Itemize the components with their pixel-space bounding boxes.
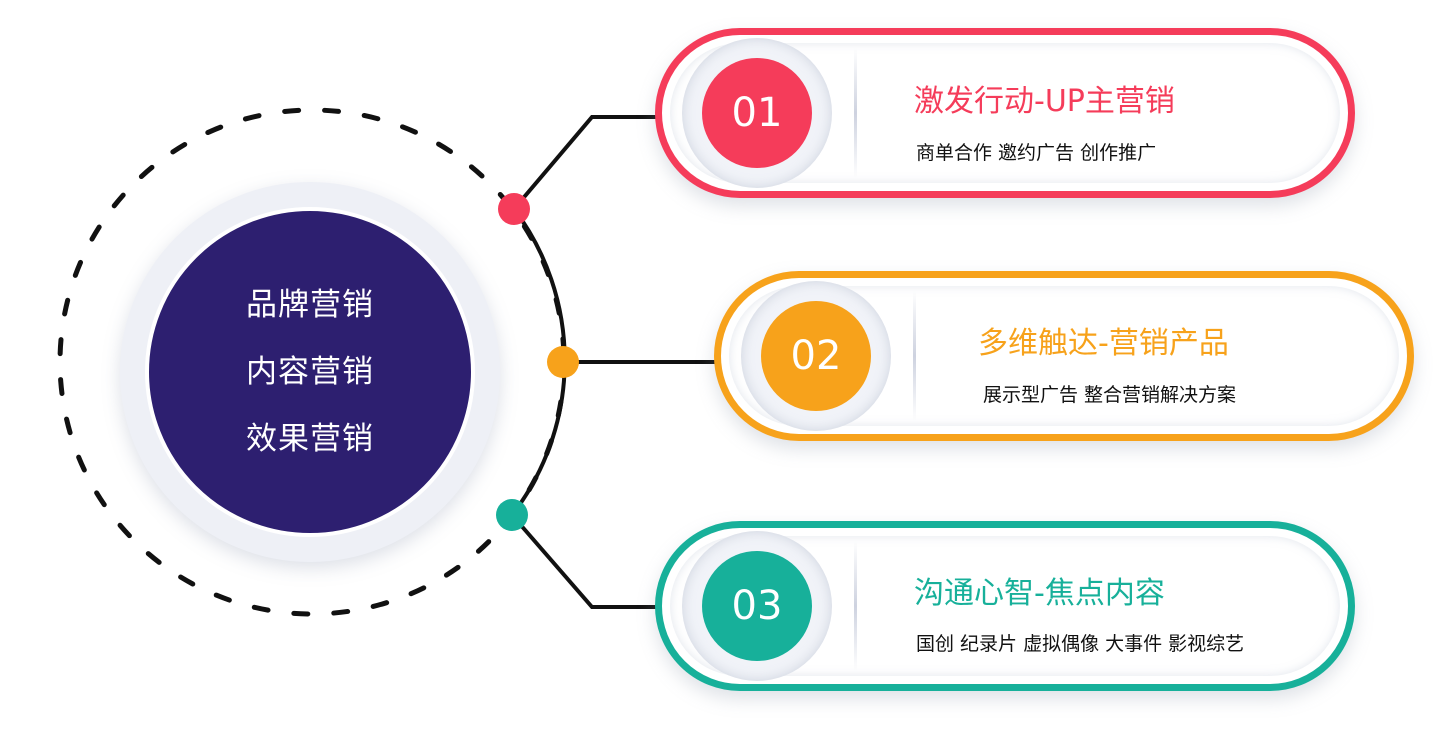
card-02-divider xyxy=(913,291,916,421)
center-label-performance: 效果营销 xyxy=(246,420,374,457)
card-01-divider xyxy=(854,48,857,178)
card-01-title: 激发行动-UP主营销 xyxy=(914,84,1175,119)
card-03-number-badge: 03 xyxy=(702,551,812,661)
card-02: 02 多维触达-营销产品 展示型广告 整合营销解决方案 xyxy=(714,271,1414,441)
center-circle: 品牌营销 内容营销 效果营销 xyxy=(145,207,475,537)
center-label-content: 内容营销 xyxy=(246,353,374,390)
card-02-title: 多维触达-营销产品 xyxy=(978,326,1229,361)
card-03-number-halo: 03 xyxy=(682,531,832,681)
card-03-subtitle: 国创 纪录片 虚拟偶像 大事件 影视综艺 xyxy=(916,633,1245,655)
connector-dot-02 xyxy=(547,346,579,378)
card-01-number-halo: 01 xyxy=(682,38,832,188)
connector-line-03 xyxy=(510,513,662,609)
connector-dot-01 xyxy=(498,193,530,225)
card-02-number-halo: 02 xyxy=(741,281,891,431)
center-label-brand: 品牌营销 xyxy=(246,286,374,323)
card-01-number-badge: 01 xyxy=(702,58,812,168)
card-01-subtitle: 商单合作 邀约广告 创作推广 xyxy=(916,142,1157,164)
card-03-title: 沟通心智-焦点内容 xyxy=(914,576,1165,611)
card-03-divider xyxy=(854,541,857,671)
card-02-subtitle: 展示型广告 整合营销解决方案 xyxy=(983,384,1237,406)
connector-dot-03 xyxy=(496,499,528,531)
card-02-number-badge: 02 xyxy=(761,301,871,411)
card-01: 01 激发行动-UP主营销 商单合作 邀约广告 创作推广 xyxy=(655,28,1355,198)
card-03: 03 沟通心智-焦点内容 国创 纪录片 虚拟偶像 大事件 影视综艺 xyxy=(655,521,1355,691)
connector-line-01 xyxy=(512,115,662,211)
